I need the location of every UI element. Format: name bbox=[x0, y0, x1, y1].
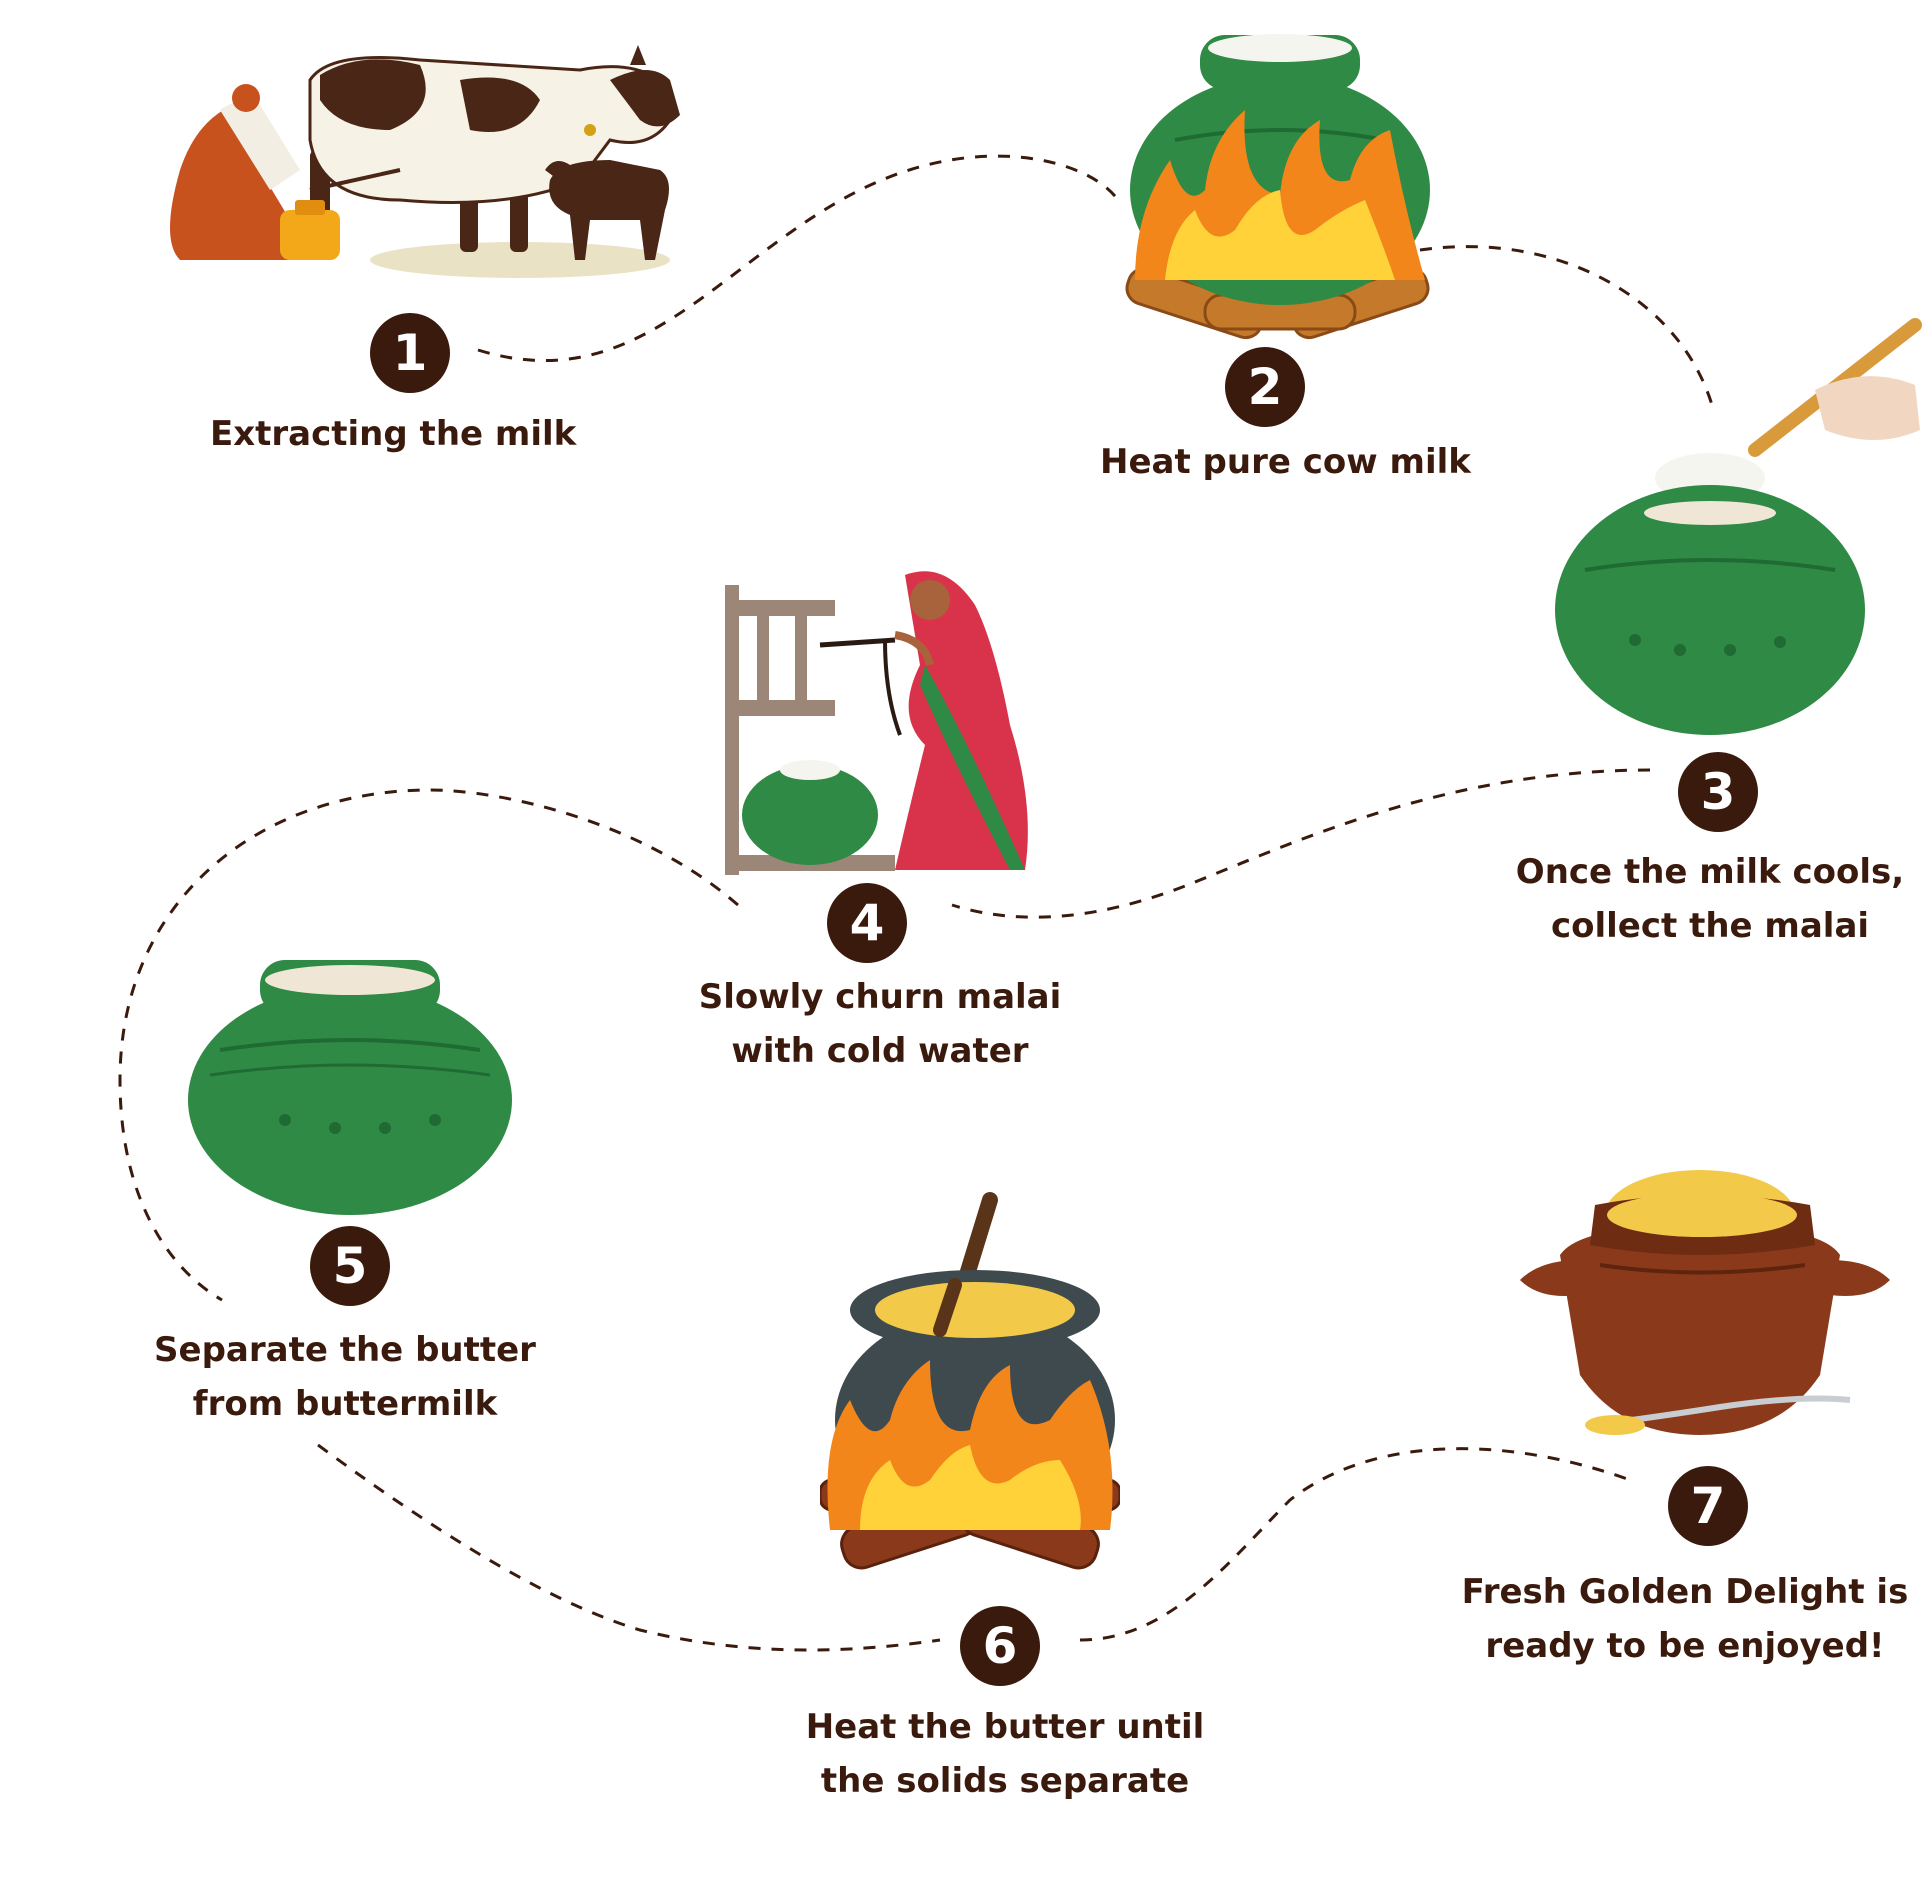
step-4-label-line-1: Slowly churn malai bbox=[698, 977, 1062, 1017]
step-7-number-badge: 7 bbox=[1668, 1466, 1748, 1546]
step-4-number-badge: 4 bbox=[827, 883, 907, 963]
step-7-label: Fresh Golden Delight is ready to be enjo… bbox=[1455, 1565, 1915, 1673]
step-3-label-line-2: collect the malai bbox=[1550, 906, 1870, 946]
step-3-label: Once the milk cools, collect the malai bbox=[1505, 845, 1915, 953]
step-4-label-line-2: with cold water bbox=[731, 1031, 1029, 1071]
step-6-label: Heat the butter until the solids separat… bbox=[800, 1700, 1210, 1808]
step-6-label-line-2: the solids separate bbox=[820, 1761, 1190, 1801]
woman-churning-icon bbox=[725, 571, 1028, 875]
green-pot-icon bbox=[188, 960, 512, 1215]
step-7-label-line-1: Fresh Golden Delight is bbox=[1461, 1572, 1909, 1612]
step-5-number-badge: 5 bbox=[310, 1226, 390, 1306]
cauldron-on-fire-icon bbox=[820, 1192, 1120, 1570]
pot-on-fire-icon bbox=[1125, 34, 1430, 340]
step-6-number-badge: 6 bbox=[960, 1606, 1040, 1686]
step-5-label-line-2: from buttermilk bbox=[192, 1384, 498, 1424]
step-2-number-badge: 2 bbox=[1225, 347, 1305, 427]
step-1-label: Extracting the milk bbox=[210, 407, 577, 461]
step-7-label-line-2: ready to be enjoyed! bbox=[1485, 1626, 1885, 1666]
step-3-number-badge: 3 bbox=[1678, 752, 1758, 832]
step-1-label-line-1: Extracting the milk bbox=[210, 414, 577, 454]
ghee-pot-icon bbox=[1520, 1170, 1890, 1435]
milking-cow-icon bbox=[170, 45, 680, 278]
step-4-label: Slowly churn malai with cold water bbox=[695, 970, 1065, 1078]
step-5-label: Separate the butter from buttermilk bbox=[150, 1323, 540, 1431]
step-2-label-line-1: Heat pure cow milk bbox=[1100, 442, 1471, 482]
step-2-label: Heat pure cow milk bbox=[1100, 435, 1471, 489]
step-6-label-line-1: Heat the butter until bbox=[805, 1707, 1205, 1747]
pot-with-spoon-icon bbox=[1555, 318, 1922, 735]
step-3-label-line-1: Once the milk cools, bbox=[1515, 852, 1905, 892]
step-1-number-badge: 1 bbox=[370, 313, 450, 393]
step-5-label-line-1: Separate the butter bbox=[154, 1330, 536, 1370]
